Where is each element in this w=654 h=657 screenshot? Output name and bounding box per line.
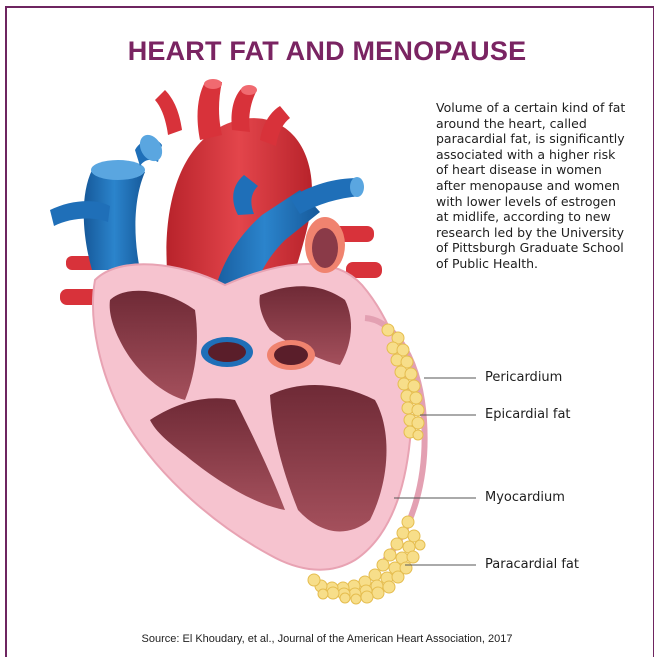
label-myocardium: Myocardium: [485, 490, 565, 505]
vena-cava: [50, 131, 167, 270]
label-pericardium: Pericardium: [485, 370, 562, 385]
source-citation: Source: El Khoudary, et al., Journal of …: [0, 633, 654, 645]
label-paracardial-fat: Paracardial fat: [485, 557, 579, 572]
label-epicardial-fat: Epicardial fat: [485, 407, 571, 422]
